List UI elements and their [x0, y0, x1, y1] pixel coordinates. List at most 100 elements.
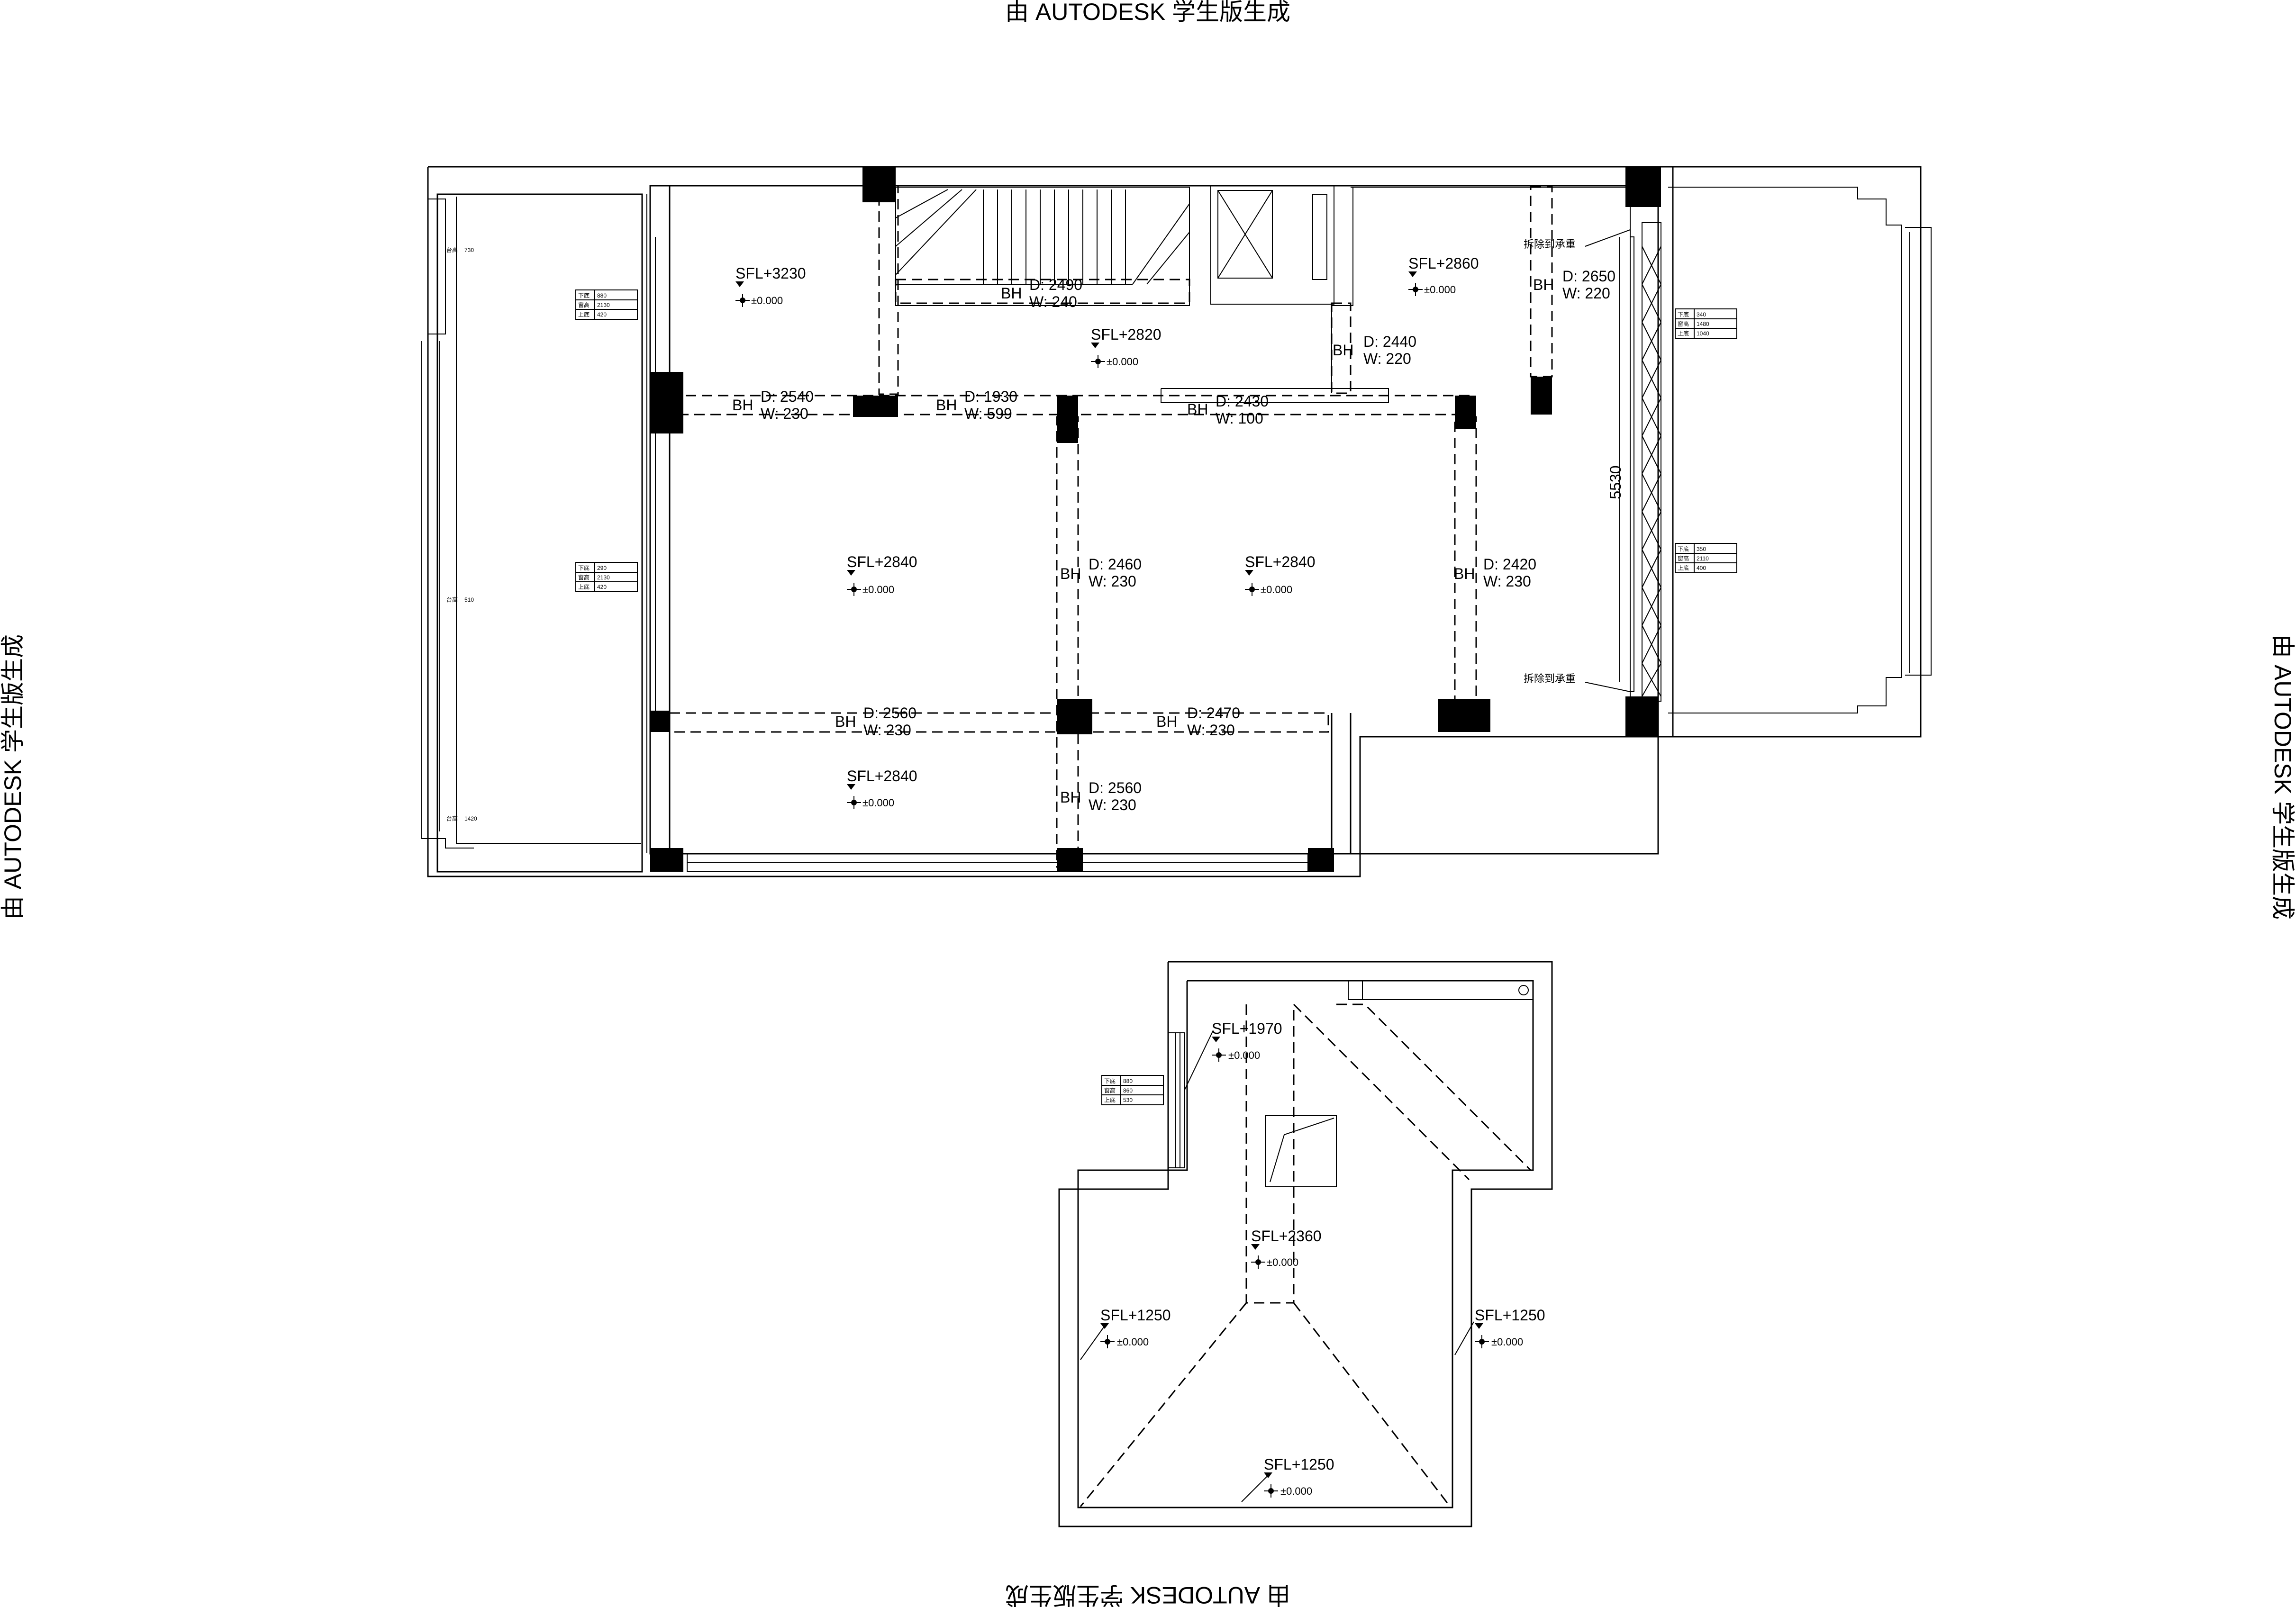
lower-level-marker-5: SFL+1250 ±0.000 — [1264, 1456, 1334, 1497]
lower-level-marker-2: SFL+2360 ±0.000 — [1251, 1228, 1322, 1268]
upper-level-marker-2: SFL+2820 ±0.000 — [1091, 326, 1162, 368]
svg-text:台高: 台高 — [446, 815, 458, 822]
svg-text:窗高: 窗高 — [1678, 320, 1689, 327]
lower-level-marker-4: SFL+1250 ±0.000 — [1475, 1307, 1545, 1348]
sfl-label: SFL+2860 — [1408, 255, 1479, 272]
upper-level-marker-6: SFL+2840 ±0.000 — [847, 767, 917, 809]
sfl-label: SFL+2820 — [1091, 326, 1162, 343]
svg-text:台高: 台高 — [446, 596, 458, 603]
svg-text:窗高: 窗高 — [578, 574, 590, 581]
ref-label: ±0.000 — [1491, 1336, 1523, 1348]
svg-text:400: 400 — [1697, 565, 1706, 571]
svg-text:730: 730 — [464, 247, 474, 253]
beam-depth: D: 2430 — [1216, 393, 1269, 410]
upper-level-marker-4: SFL+2840 ±0.000 — [847, 553, 917, 596]
beam-width: W: 230 — [1483, 573, 1531, 590]
beam-depth: D: 2560 — [863, 704, 917, 722]
beam-label-6: BH D: 2650 W: 220 — [1533, 268, 1615, 302]
beam-tag: BH — [1060, 789, 1081, 806]
svg-text:2110: 2110 — [1697, 555, 1709, 562]
beam-width: W: 230 — [1089, 573, 1136, 590]
sfl-label: SFL+3230 — [735, 265, 806, 282]
beam-depth: D: 2490 — [1029, 276, 1082, 293]
beam-width: W: 230 — [761, 405, 808, 422]
beam-tag: BH — [1156, 713, 1177, 730]
svg-text:530: 530 — [1123, 1097, 1133, 1103]
beam-tag: BH — [732, 397, 753, 414]
beam-label-2: BH D: 2540 W: 230 — [732, 388, 814, 422]
svg-text:下底: 下底 — [1678, 545, 1689, 552]
svg-text:2130: 2130 — [597, 574, 610, 581]
ref-label: ±0.000 — [1107, 356, 1138, 368]
beam-tag: BH — [1533, 276, 1554, 293]
svg-text:2130: 2130 — [597, 302, 610, 308]
beam-label-8: BH D: 2420 W: 230 — [1454, 556, 1536, 590]
ref-label: ±0.000 — [1228, 1049, 1260, 1061]
sfl-label: SFL+1970 — [1212, 1020, 1282, 1037]
svg-text:上底: 上底 — [1678, 330, 1689, 337]
watermark-right: 由 AUTODESK 学生版生成 — [2269, 634, 2296, 920]
svg-text:上底: 上底 — [578, 583, 590, 590]
beam-width: W: 220 — [1562, 285, 1610, 302]
beam-depth: D: 2650 — [1562, 268, 1615, 285]
upper-level-symbols — [735, 271, 1423, 809]
lower-level-marker-1: SFL+1970 ±0.000 — [1212, 1020, 1282, 1061]
ref-label: ±0.000 — [1261, 584, 1292, 596]
demolish-note-top: 拆除到承重 — [1524, 238, 1576, 250]
ref-label: ±0.000 — [1267, 1256, 1298, 1268]
beam-label-5: BH D: 2440 W: 220 — [1333, 333, 1416, 367]
beam-width: W: 220 — [1363, 350, 1411, 367]
sfl-label: SFL+1250 — [1264, 1456, 1334, 1473]
upper-plan-beams — [669, 185, 1553, 868]
beam-depth: D: 2470 — [1187, 704, 1240, 722]
beam-depth: D: 2440 — [1363, 333, 1416, 350]
beam-depth: D: 2420 — [1483, 556, 1536, 573]
beam-width: W: 100 — [1216, 410, 1263, 427]
beam-width: W: 230 — [1089, 796, 1136, 813]
svg-text:880: 880 — [1123, 1078, 1133, 1084]
svg-text:1480: 1480 — [1697, 321, 1709, 327]
beam-label-4: BH D: 2430 W: 100 — [1187, 393, 1269, 427]
upper-level-marker-5: SFL+2840 ±0.000 — [1245, 553, 1316, 596]
ref-label: ±0.000 — [751, 295, 783, 307]
svg-text:880: 880 — [597, 292, 607, 299]
beam-label-3: BH D: 1930 W: 599 — [936, 388, 1017, 422]
svg-text:上底: 上底 — [1104, 1096, 1116, 1103]
beam-tag: BH — [1001, 285, 1022, 302]
beam-tag: BH — [1060, 565, 1081, 582]
watermark-bottom: 由 AUTODESK 学生版生成 — [1005, 1582, 1290, 1607]
svg-text:420: 420 — [597, 311, 607, 318]
sfl-label: SFL+2840 — [847, 553, 917, 570]
svg-text:340: 340 — [1697, 311, 1706, 318]
beam-width: W: 240 — [1029, 293, 1077, 310]
svg-text:下底: 下底 — [578, 564, 590, 571]
svg-text:台高: 台高 — [446, 246, 458, 253]
ref-label: ±0.000 — [1117, 1336, 1149, 1348]
svg-text:下底: 下底 — [1678, 311, 1689, 318]
svg-text:下底: 下底 — [578, 292, 590, 299]
watermark-top: 由 AUTODESK 学生版生成 — [1005, 0, 1290, 25]
window-table-attic: 下底 880 窗高 860 上底 530 — [1101, 1075, 1164, 1105]
beam-depth: D: 2460 — [1089, 556, 1142, 573]
svg-text:上底: 上底 — [578, 311, 590, 318]
beam-depth: D: 2560 — [1089, 779, 1142, 796]
svg-text:860: 860 — [1123, 1087, 1133, 1094]
beam-tag: BH — [1187, 401, 1208, 418]
beam-width: W: 599 — [964, 405, 1012, 422]
sfl-label: SFL+2360 — [1251, 1228, 1322, 1245]
ref-label: ±0.000 — [1280, 1485, 1312, 1497]
beam-tag: BH — [835, 713, 856, 730]
lower-level-marker-3: SFL+1250 ±0.000 — [1100, 1307, 1171, 1348]
beam-depth: D: 1930 — [964, 388, 1017, 405]
sfl-label: SFL+2840 — [1245, 553, 1316, 570]
dimension-label: 5530 — [1607, 465, 1624, 499]
svg-text:下底: 下底 — [1104, 1077, 1116, 1084]
svg-text:上底: 上底 — [1678, 564, 1689, 571]
svg-text:窗高: 窗高 — [1104, 1087, 1116, 1094]
beam-tag: BH — [1333, 342, 1353, 359]
svg-text:350: 350 — [1697, 546, 1706, 552]
